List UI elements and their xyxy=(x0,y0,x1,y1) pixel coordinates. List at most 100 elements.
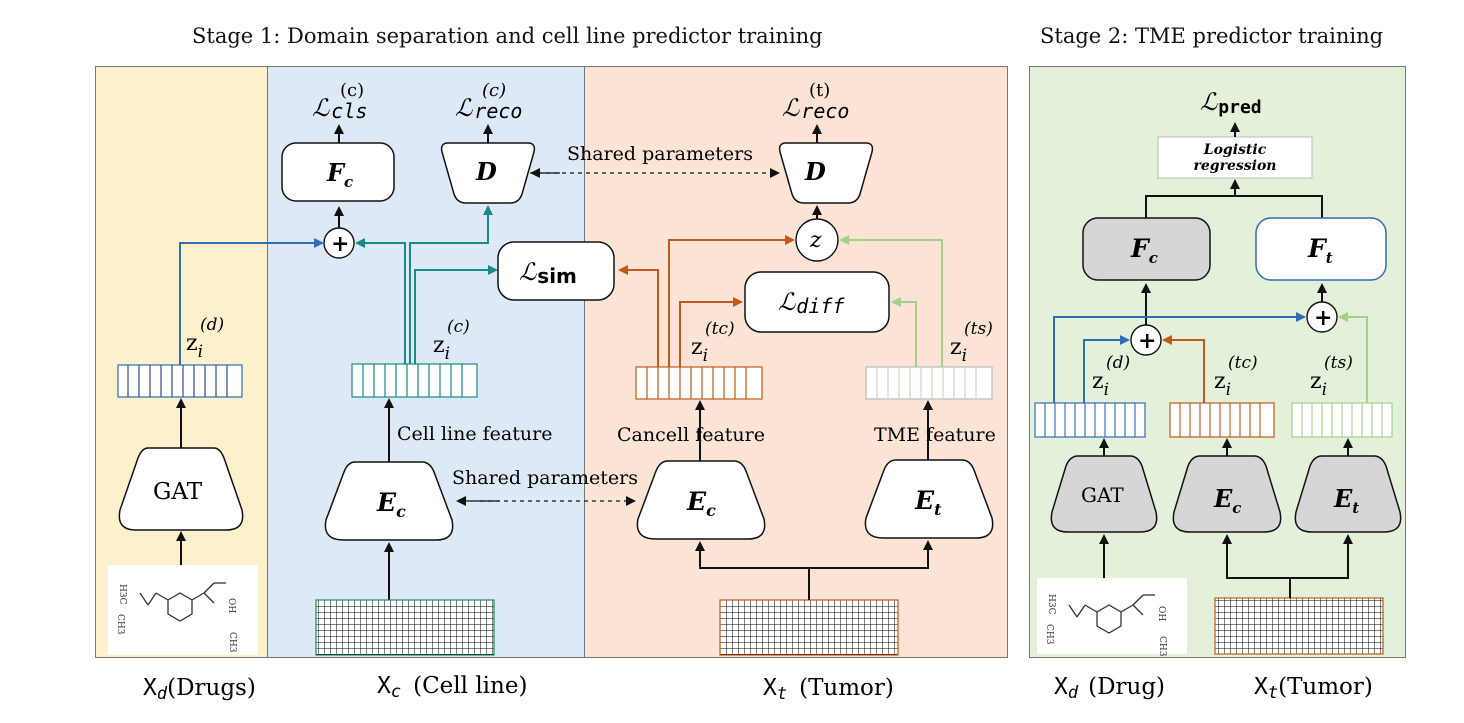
ztc-sub: i xyxy=(703,346,708,366)
zts-sup: (ts) xyxy=(964,319,993,339)
zc-to-plus-arrow xyxy=(355,238,406,364)
sim-loss-subscript: sim xyxy=(537,264,577,288)
tumor-input-branch xyxy=(695,541,810,600)
stage2-ztc-sub: i xyxy=(1226,380,1231,400)
plus-stage2-right-label: + xyxy=(1314,305,1332,331)
et-encoder-stage2 xyxy=(1294,455,1402,533)
gat-stage2-label: GAT xyxy=(1081,483,1124,507)
svg-text:zi: zi xyxy=(1310,369,1327,400)
ec-encoder-tumor xyxy=(636,460,766,540)
stage2-molecule-label-ch3-b: CH3 xyxy=(1157,636,1167,657)
svg-text:Ec: Ec xyxy=(1213,484,1241,517)
stage2-tme-embedding-vector xyxy=(1291,402,1393,438)
tme-feature-label: TME feature xyxy=(874,424,996,446)
et-tumor-label: E xyxy=(914,486,935,515)
shared-params-bottom-label: Shared parameters xyxy=(452,467,638,489)
svg-text:Ft: Ft xyxy=(1307,234,1333,267)
svg-text:Fc: Fc xyxy=(326,158,353,191)
svg-text:zi: zi xyxy=(433,333,450,364)
zd-sub: i xyxy=(198,342,203,362)
stage2-title: Stage 2: TME predictor training xyxy=(1040,24,1384,48)
xd-drugs-text: (Drugs) xyxy=(167,675,256,701)
stage2-ztc-sup: (tc) xyxy=(1228,353,1258,373)
tumor-input-grid xyxy=(719,599,899,656)
ec-tumor-sub: c xyxy=(706,501,716,520)
plus-stage2-left-label: + xyxy=(1138,328,1156,354)
ztc-sup: (tc) xyxy=(705,319,735,339)
molecule-label-h3c: H3C xyxy=(117,584,127,605)
ec-encoder-cell-line xyxy=(324,461,454,541)
cell-line-input-grid xyxy=(315,599,495,656)
svg-text:zi: zi xyxy=(691,335,708,366)
gat-encoder-stage2 xyxy=(1050,455,1158,533)
svg-text:Fc: Fc xyxy=(1130,234,1158,267)
svg-text:Ec: Ec xyxy=(686,487,716,520)
stage2-zd-base: z xyxy=(1092,369,1104,394)
ec-stage2-label: E xyxy=(1213,484,1233,513)
svg-text:Xc(Cell line): Xc(Cell line) xyxy=(377,673,527,702)
pred-loss-symbol: ℒ xyxy=(1200,88,1218,116)
xc-text: (Cell line) xyxy=(413,673,527,699)
ztc-to-z-arrow xyxy=(668,235,795,367)
molecule-label-ch3-a: CH3 xyxy=(115,614,125,635)
diff-loss-subscript: diff xyxy=(796,294,845,318)
stage2-molecule-label-oh: OH xyxy=(1156,606,1166,621)
stage2-molecule-label-h3c: H3C xyxy=(1046,594,1056,615)
zc-sup: (c) xyxy=(447,317,470,337)
svg-text:Et: Et xyxy=(914,486,942,519)
cancell-feature-label: Cancell feature xyxy=(617,424,765,446)
svg-text:Et: Et xyxy=(1333,484,1359,517)
tumor-cancell-embedding-vector xyxy=(635,366,763,400)
cls-loss-superscript: (c) xyxy=(340,80,364,101)
xt2-text: (Tumor) xyxy=(1278,674,1373,700)
stage2-zts-sup: (ts) xyxy=(1324,353,1353,373)
svg-text:Xt(Tumor): Xt(Tumor) xyxy=(1254,674,1373,703)
diff-loss-symbol: ℒ xyxy=(778,288,796,316)
stage2-cancell-embedding-vector xyxy=(1169,402,1275,438)
ec-encoder-stage2 xyxy=(1172,455,1282,533)
logistic-regression-label-line2: regression xyxy=(1194,158,1277,174)
zd-base: z xyxy=(186,331,198,356)
drug-molecule-image xyxy=(108,565,258,655)
fc-predictor-stage2 xyxy=(1082,217,1211,281)
reco-t-loss-subscript: reco xyxy=(801,99,849,123)
stage2-zd-sub: i xyxy=(1104,380,1109,400)
drug-embedding-vector xyxy=(117,364,243,398)
reco-c-loss-subscript: reco xyxy=(474,99,522,123)
xd-drugs-base: X xyxy=(143,675,157,701)
svg-text:Xd(Drugs): Xd(Drugs) xyxy=(143,675,256,704)
et-stage2-label: E xyxy=(1333,484,1353,513)
reco-c-loss-symbol: ℒ xyxy=(455,94,473,122)
xt2-sub: t xyxy=(1268,683,1278,703)
xt-base: X xyxy=(763,675,777,701)
fc-stage1-sub: c xyxy=(344,173,353,191)
diff-loss-box xyxy=(744,271,890,333)
svg-text:zi: zi xyxy=(1214,369,1231,400)
stage2-zts-sub: i xyxy=(1322,380,1327,400)
ft-stage2-label: F xyxy=(1307,234,1328,263)
plus-stage1-label: + xyxy=(331,231,349,257)
tumor-tme-embedding-vector xyxy=(865,366,993,400)
zc-sub: i xyxy=(445,344,450,364)
ztc-to-diff-arrow xyxy=(679,297,743,367)
svg-text:Xt(Tumor): Xt(Tumor) xyxy=(763,675,894,704)
stage2-tumor-input-grid xyxy=(1214,597,1384,655)
xt-sub: t xyxy=(777,684,787,704)
cls-loss-subscript: cls xyxy=(331,99,367,123)
decoder-tumor xyxy=(778,142,874,204)
svg-text:ℒsim: ℒsim xyxy=(519,258,577,288)
molecule-label-oh: OH xyxy=(226,598,236,613)
zts-sub: i xyxy=(962,346,967,366)
xd-drugs-sub: d xyxy=(157,684,168,704)
et-encoder-tumor xyxy=(864,459,994,539)
fc-stage1-label: F xyxy=(326,158,346,187)
fc-ft-merge-line xyxy=(1145,195,1323,218)
decoder-cell-line xyxy=(440,142,536,204)
ec-cell-line-sub: c xyxy=(396,502,406,521)
svg-text:Ec: Ec xyxy=(376,488,406,521)
cell-line-feature-label: Cell line feature xyxy=(397,423,552,445)
stage2-tumor-input-branch xyxy=(1222,534,1291,598)
